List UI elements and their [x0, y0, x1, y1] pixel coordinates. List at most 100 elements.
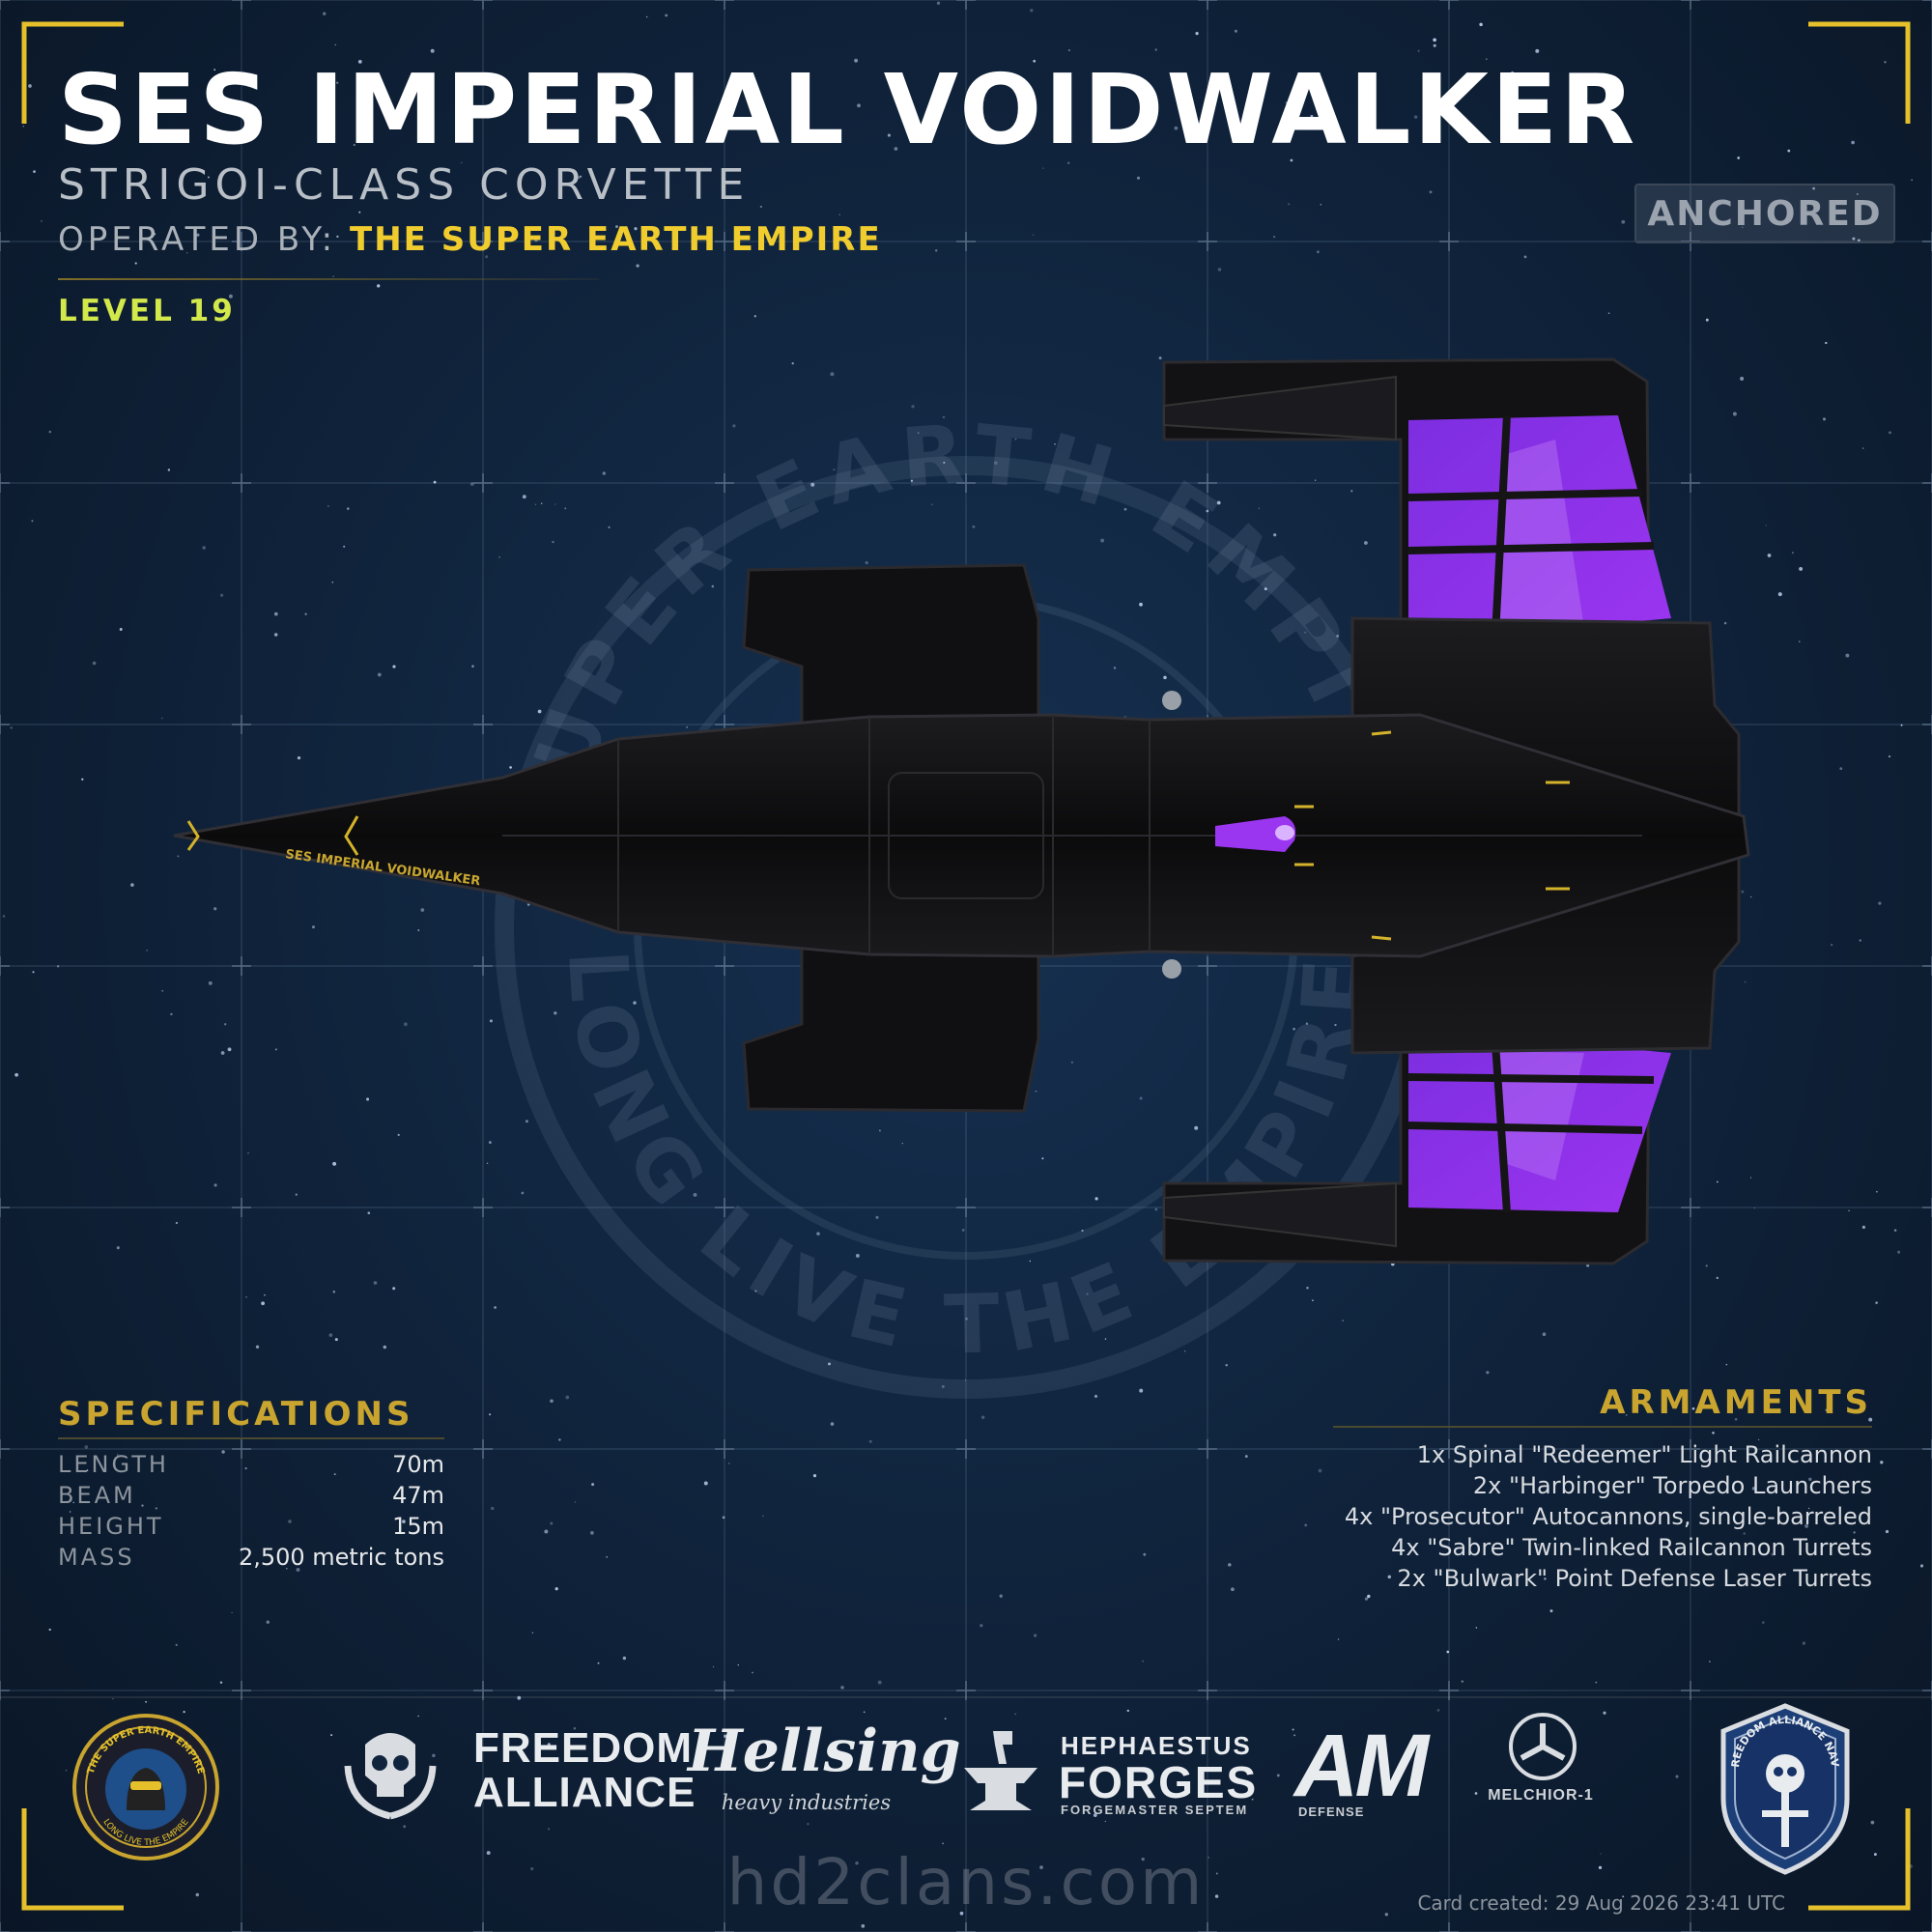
star: [288, 1520, 292, 1523]
star: [1258, 507, 1261, 510]
site-link[interactable]: hd2clans.com: [726, 1845, 1206, 1919]
spec-label: HEIGHT: [58, 1513, 164, 1540]
specifications-heading: SPECIFICATIONS: [58, 1395, 414, 1434]
star: [1857, 239, 1861, 242]
star: [1808, 1477, 1812, 1481]
am-defense-logo[interactable]: AM DEFENSE: [1294, 1717, 1454, 1820]
star: [1737, 156, 1741, 159]
star: [1856, 193, 1859, 195]
grid-cross-mark: [232, 473, 251, 493]
star: [377, 672, 382, 677]
star: [1743, 1532, 1746, 1535]
star: [580, 175, 582, 178]
star: [943, 461, 946, 464]
super-earth-empire-badge[interactable]: THE SUPER EARTH EMPIRE LONG LIVE THE EMP…: [72, 1714, 219, 1861]
star: [1825, 1408, 1828, 1411]
star: [1364, 1597, 1369, 1601]
star: [521, 1191, 525, 1195]
star: [183, 1711, 185, 1714]
star: [1825, 341, 1828, 345]
star: [1734, 1417, 1738, 1421]
star: [1318, 1468, 1322, 1473]
star: [1486, 58, 1488, 60]
star: [854, 58, 859, 63]
hephaestus-forges-logo[interactable]: HEPHAESTUS FORGES FORGEMASTER SEPTEM: [956, 1721, 1261, 1818]
star: [213, 69, 216, 71]
grid-cross-mark: [956, 1439, 976, 1459]
star: [1273, 533, 1277, 537]
grid-cross-mark: [232, 1439, 251, 1459]
star: [1433, 43, 1436, 47]
grid-cross-mark: [473, 956, 493, 976]
grid-cross-mark: [232, 0, 251, 10]
star: [936, 1, 941, 5]
star: [1014, 438, 1017, 440]
star: [1120, 76, 1124, 81]
star: [328, 1333, 333, 1337]
star: [754, 1290, 757, 1293]
star: [517, 1695, 522, 1700]
star: [1030, 9, 1034, 13]
star: [1911, 179, 1913, 182]
star: [1336, 634, 1340, 638]
grid-cross-mark: [715, 473, 734, 493]
star: [116, 1246, 120, 1250]
star: [1293, 1793, 1296, 1796]
star: [213, 907, 217, 911]
star: [260, 197, 263, 199]
star: [1310, 114, 1314, 118]
star: [1778, 1512, 1781, 1515]
freedom-alliance-navy-badge[interactable]: FREEDOM ALLIANCE NAVY: [1718, 1702, 1853, 1876]
star: [1081, 1229, 1084, 1233]
star: [1342, 1320, 1345, 1322]
star: [2, 915, 6, 918]
star: [828, 1362, 831, 1366]
star: [530, 1867, 534, 1871]
operator-link[interactable]: THE SUPER EARTH EMPIRE: [350, 220, 882, 259]
star: [1320, 204, 1322, 206]
star: [564, 507, 567, 510]
star: [84, 1445, 89, 1449]
star: [1549, 1609, 1553, 1613]
header-divider: [58, 278, 599, 280]
star: [1544, 1577, 1547, 1580]
star: [357, 59, 362, 64]
star: [1758, 1438, 1760, 1441]
star: [208, 980, 213, 985]
card-created-timestamp: Card created: 29 Aug 2026 23:41 UTC: [1417, 1891, 1785, 1915]
star: [1880, 1461, 1884, 1464]
grid-cross-mark: [715, 0, 734, 10]
star: [286, 1567, 288, 1570]
star: [1312, 1299, 1314, 1302]
grid-cross-mark: [473, 0, 493, 10]
star: [1306, 1286, 1309, 1290]
star: [1214, 1894, 1219, 1898]
star: [686, 725, 689, 728]
freedom-alliance-logo[interactable]: FREEDOM ALLIANCE: [336, 1718, 695, 1822]
melchior-logo[interactable]: MELCHIOR-1: [1483, 1712, 1599, 1808]
star: [220, 1051, 225, 1055]
grid-cross-mark: [1198, 0, 1217, 10]
grid-cross-mark: [1922, 715, 1932, 734]
star: [231, 1611, 233, 1614]
star: [69, 1511, 71, 1513]
anvil-hammer-icon: [964, 1731, 1037, 1810]
star: [1070, 1061, 1073, 1064]
star: [402, 1520, 406, 1523]
grid-cross-mark: [1439, 1439, 1459, 1459]
star: [706, 233, 710, 237]
star: [221, 1450, 225, 1454]
grid-cross-mark: [956, 473, 976, 493]
star: [1761, 1621, 1765, 1624]
star: [1288, 203, 1291, 206]
star: [219, 593, 224, 597]
star: [934, 1769, 936, 1771]
star: [1276, 1774, 1280, 1777]
hephaestus-line3: FORGEMASTER SEPTEM: [1061, 1803, 1249, 1817]
star: [550, 1399, 554, 1404]
star: [1029, 1260, 1032, 1263]
star: [534, 503, 537, 506]
star: [1861, 447, 1864, 449]
hellsing-logo[interactable]: Hellsing heavy industries: [688, 1718, 961, 1826]
